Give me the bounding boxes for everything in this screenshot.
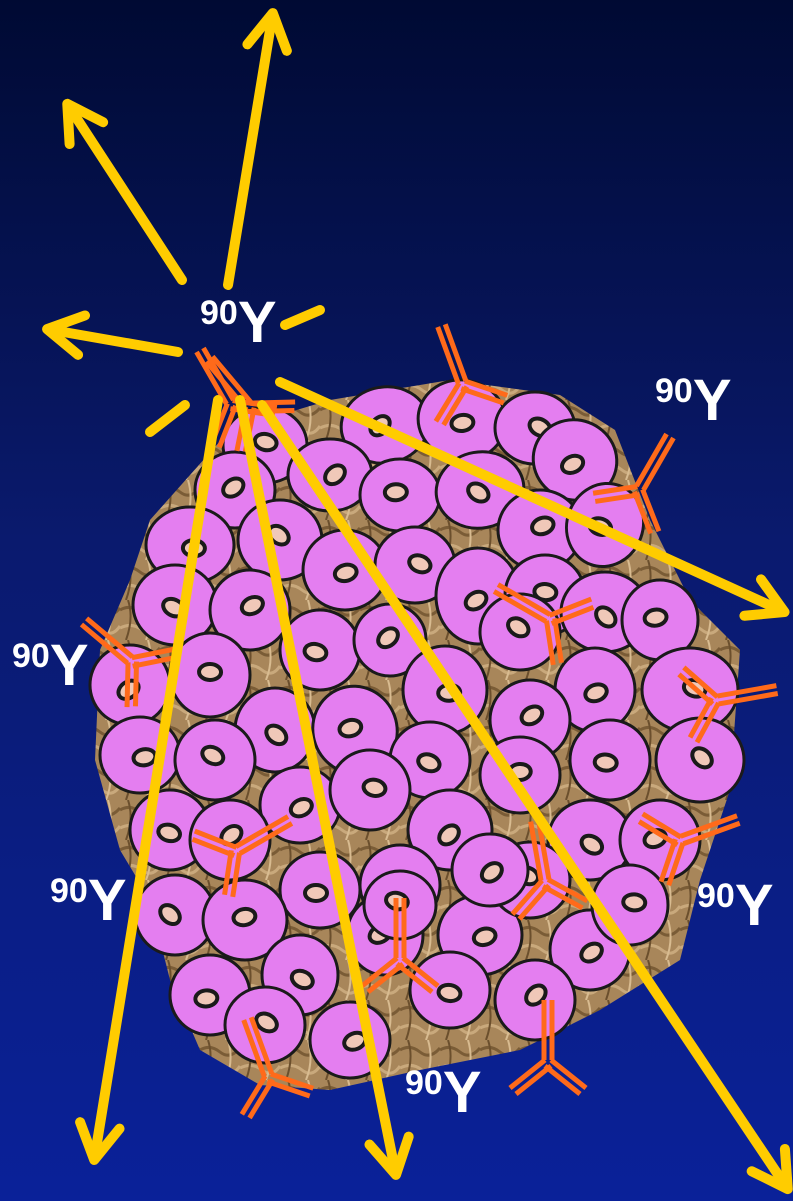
tumor-cell	[452, 834, 528, 906]
tumor-cell	[175, 720, 255, 800]
cell-nucleus	[132, 747, 156, 767]
cell-nucleus	[384, 484, 407, 501]
tumor-cell	[410, 952, 490, 1028]
beta-particle-arrow	[70, 108, 182, 280]
cell-nucleus	[437, 983, 461, 1003]
tumor-cell	[656, 718, 744, 802]
beta-particle-arrow	[52, 330, 178, 352]
isotope-mass: 90	[200, 294, 238, 332]
tumor-cell	[330, 750, 410, 830]
isotope-label-upper-right: 90Y	[655, 368, 732, 433]
cell-nucleus	[643, 608, 667, 627]
isotope-symbol: Y	[88, 868, 127, 933]
isotope-label-lower-left: 90Y	[50, 868, 127, 933]
isotope-label-right: 90Y	[697, 873, 774, 938]
isotope-mass: 90	[405, 1064, 443, 1102]
cell-nucleus	[195, 989, 219, 1007]
isotope-symbol: Y	[735, 873, 774, 938]
isotope-symbol: Y	[443, 1060, 482, 1125]
tumor-cell	[364, 871, 436, 939]
isotope-symbol: Y	[238, 290, 277, 355]
isotope-label-center: 90Y	[200, 290, 277, 355]
cell-nucleus	[594, 753, 618, 771]
isotope-mass: 90	[50, 872, 88, 910]
isotope-mass: 90	[697, 877, 735, 915]
isotope-mass: 90	[655, 372, 693, 410]
isotope-symbol: Y	[50, 633, 89, 698]
tumor-cell	[495, 960, 575, 1040]
cell-nucleus	[450, 414, 474, 433]
beta-particle-arrow	[228, 18, 272, 285]
cell-nucleus	[305, 885, 327, 901]
tumor-cell	[570, 720, 650, 800]
radiation-tick	[285, 310, 320, 325]
isotope-label-left: 90Y	[12, 633, 89, 698]
cell-nucleus	[199, 664, 221, 680]
tumor-cell	[360, 459, 440, 531]
isotope-label-bottom: 90Y	[405, 1060, 482, 1125]
isotope-mass: 90	[12, 637, 50, 675]
cell-nucleus	[623, 893, 646, 911]
radiation-tick	[150, 405, 185, 432]
isotope-symbol: Y	[693, 368, 732, 433]
tumor-cell	[592, 865, 668, 945]
